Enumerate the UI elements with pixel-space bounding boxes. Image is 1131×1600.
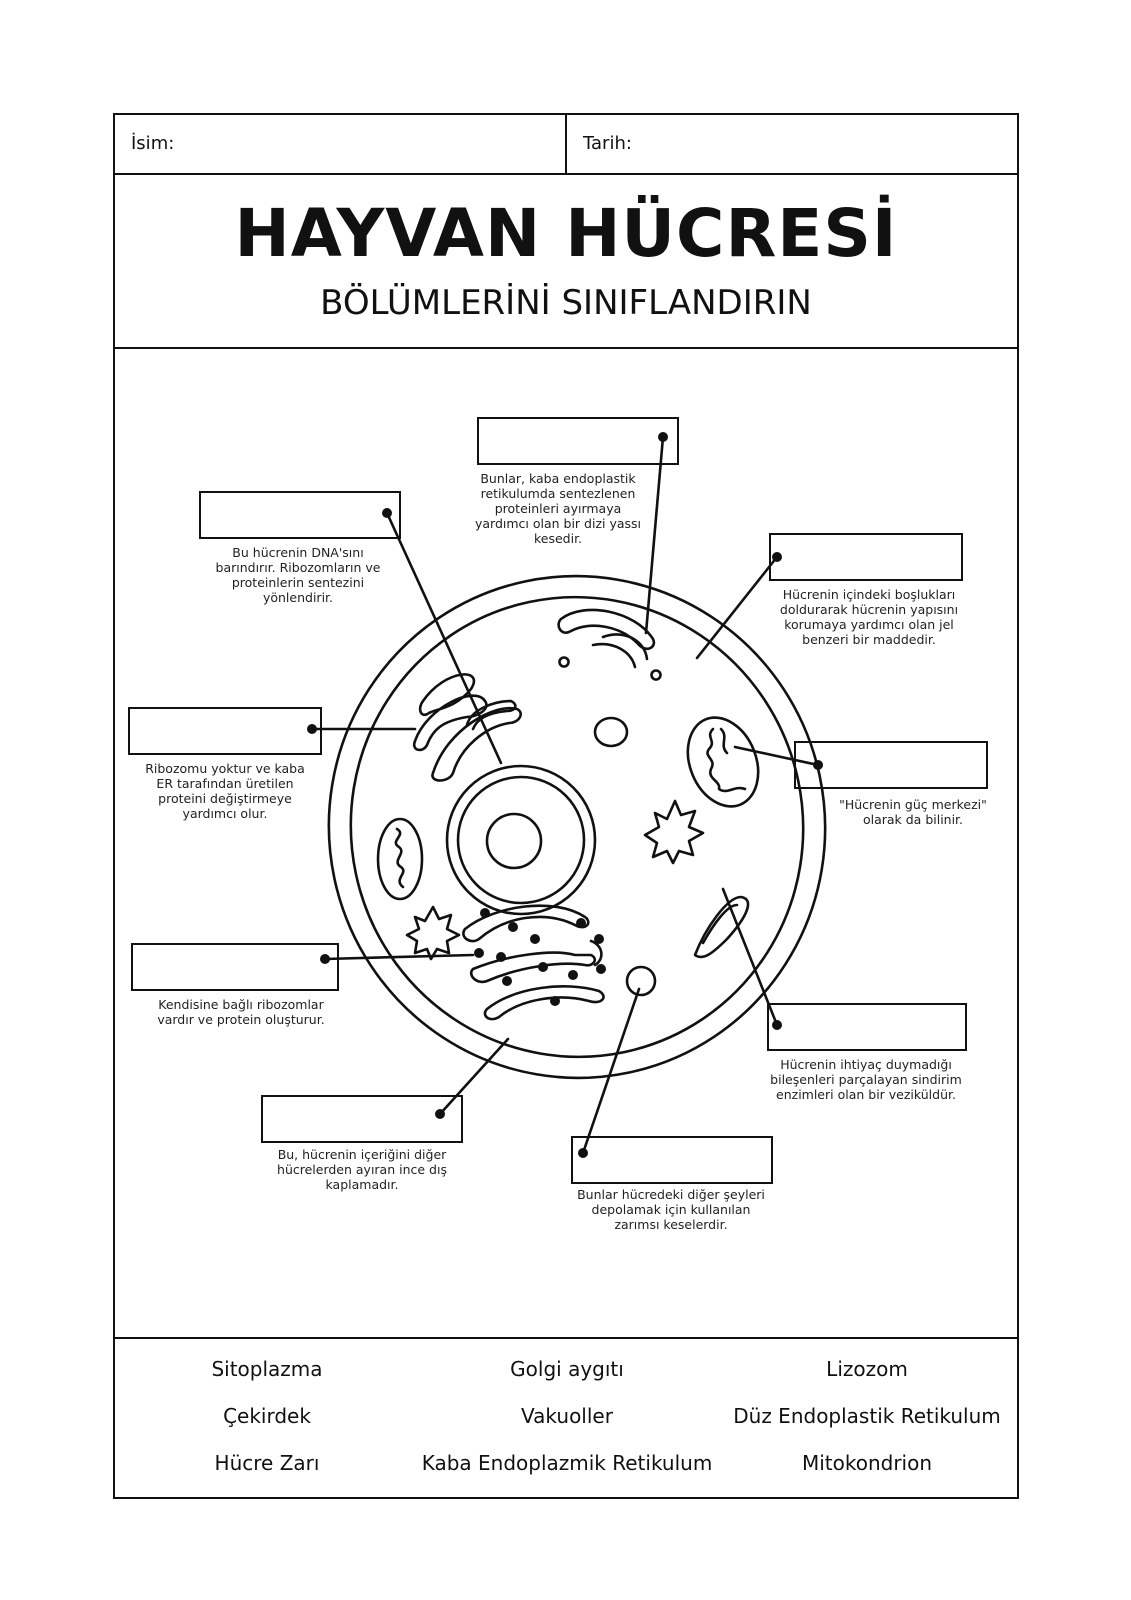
vesicle-top [593, 716, 629, 748]
answer-box-rough-er[interactable] [131, 943, 339, 991]
mitochondrion-right-cristae [706, 727, 747, 793]
lysosome [693, 895, 750, 959]
leader-rough-er [323, 953, 475, 961]
cell-illustration [307, 432, 827, 1158]
cell-membrane-outer [327, 574, 827, 1080]
worksheet-frame: İsim: Tarih: HAYVAN HÜCRESİ BÖLÜMLERİNİ … [113, 113, 1019, 1499]
name-field[interactable]: İsim: [115, 115, 567, 173]
description-vacuole: Bunlar hücredeki diğer şeyleri depolamak… [577, 1187, 765, 1232]
date-field[interactable]: Tarih: [567, 115, 1017, 173]
description-cell-membrane: Bu, hücrenin içeriğini diğer hücrelerden… [277, 1147, 447, 1192]
name-label: İsim: [131, 133, 175, 154]
centrosome-right [643, 799, 705, 865]
golgi-vesicle-1 [558, 656, 570, 668]
smooth-er-1 [418, 673, 476, 717]
leader-mitochondrion [733, 745, 820, 767]
cell-membrane-inner [349, 595, 805, 1059]
page-subtitle: BÖLÜMLERİNİ SINIFLANDIRIN [320, 283, 812, 323]
page-title: HAYVAN HÜCRESİ [234, 195, 898, 272]
leader-dots [307, 432, 823, 1158]
vacuole [625, 965, 657, 997]
description-golgi: Bunlar, kaba endoplastik retikulumda sen… [474, 471, 642, 546]
description-mitochondrion: "Hücrenin güç merkezi" olarak da bilinir… [839, 797, 987, 827]
ribosomes [474, 908, 606, 1006]
word-hucre-zari: Hücre Zarı [214, 1451, 320, 1475]
rough-er-2 [469, 951, 597, 984]
date-label: Tarih: [583, 133, 632, 154]
description-cytoplasm: Hücrenin içindeki boşlukları doldurarak … [779, 587, 959, 647]
golgi-cisterna-2 [591, 633, 649, 669]
answer-box-golgi[interactable] [477, 417, 679, 465]
description-rough-er: Kendisine bağlı ribozomlar vardır ve pro… [157, 997, 325, 1027]
answer-box-lysosome[interactable] [767, 1003, 967, 1051]
answer-box-vacuole[interactable] [571, 1136, 773, 1184]
nucleus-outer [445, 764, 597, 916]
mitochondrion-right [686, 716, 760, 808]
golgi-vesicle-2 [650, 669, 662, 681]
leader-vacuole [581, 987, 641, 1155]
smooth-er-3 [431, 706, 522, 782]
answer-box-cytoplasm[interactable] [769, 533, 963, 581]
description-smooth-er: Ribozomu yoktur ve kaba ER tarafından ür… [145, 761, 305, 821]
rough-er-4 [589, 939, 603, 967]
leader-lysosome [721, 887, 779, 1027]
lysosome-inner [701, 903, 739, 945]
answer-box-cell-membrane[interactable] [261, 1095, 463, 1143]
cell-diagram: Bunlar, kaba endoplastik retikulumda sen… [115, 349, 1017, 1363]
smooth-er-2 [412, 694, 488, 752]
header-row: İsim: Tarih: [115, 115, 1017, 175]
description-nucleus: Bu hücrenin DNA'sını barındırır. Ribozom… [215, 545, 381, 605]
mitochondrion-left [376, 817, 424, 901]
answer-box-smooth-er[interactable] [128, 707, 322, 755]
word-sitoplazma: Sitoplazma [211, 1357, 323, 1381]
answer-box-mitochondrion[interactable] [794, 741, 988, 789]
word-golgi-aygiti: Golgi aygıtı [510, 1357, 624, 1381]
answer-box-nucleus[interactable] [199, 491, 401, 539]
title-block: HAYVAN HÜCRESİ BÖLÜMLERİNİ SINIFLANDIRIN [115, 175, 1017, 349]
word-lizozom: Lizozom [826, 1357, 908, 1381]
rough-er-1 [462, 904, 590, 943]
leader-cell-membrane [438, 1037, 510, 1116]
centrosome-left [405, 905, 461, 961]
mitochondrion-left-cristae [394, 827, 405, 889]
leader-cytoplasm [695, 555, 779, 660]
rough-er-3 [483, 985, 605, 1021]
leader-golgi [644, 435, 665, 635]
smooth-er-4 [465, 699, 517, 731]
golgi-cisterna-1 [557, 608, 656, 651]
word-mitokondrion: Mitokondrion [801, 1451, 933, 1475]
leader-nucleus [385, 511, 503, 765]
word-kaba-er: Kaba Endoplazmik Retikulum [421, 1451, 713, 1475]
nucleus-inner [456, 775, 586, 905]
description-lysosome: Hücrenin ihtiyaç duymadığı bileşenleri p… [770, 1057, 962, 1102]
word-cekirdek: Çekirdek [223, 1404, 311, 1428]
nucleolus [485, 812, 543, 870]
word-bank: Sitoplazma Golgi aygıtı Lizozom Çekirdek… [115, 1337, 1017, 1497]
word-duz-er: Düz Endoplastik Retikulum [733, 1404, 1001, 1428]
word-vakuoller: Vakuoller [521, 1404, 613, 1428]
